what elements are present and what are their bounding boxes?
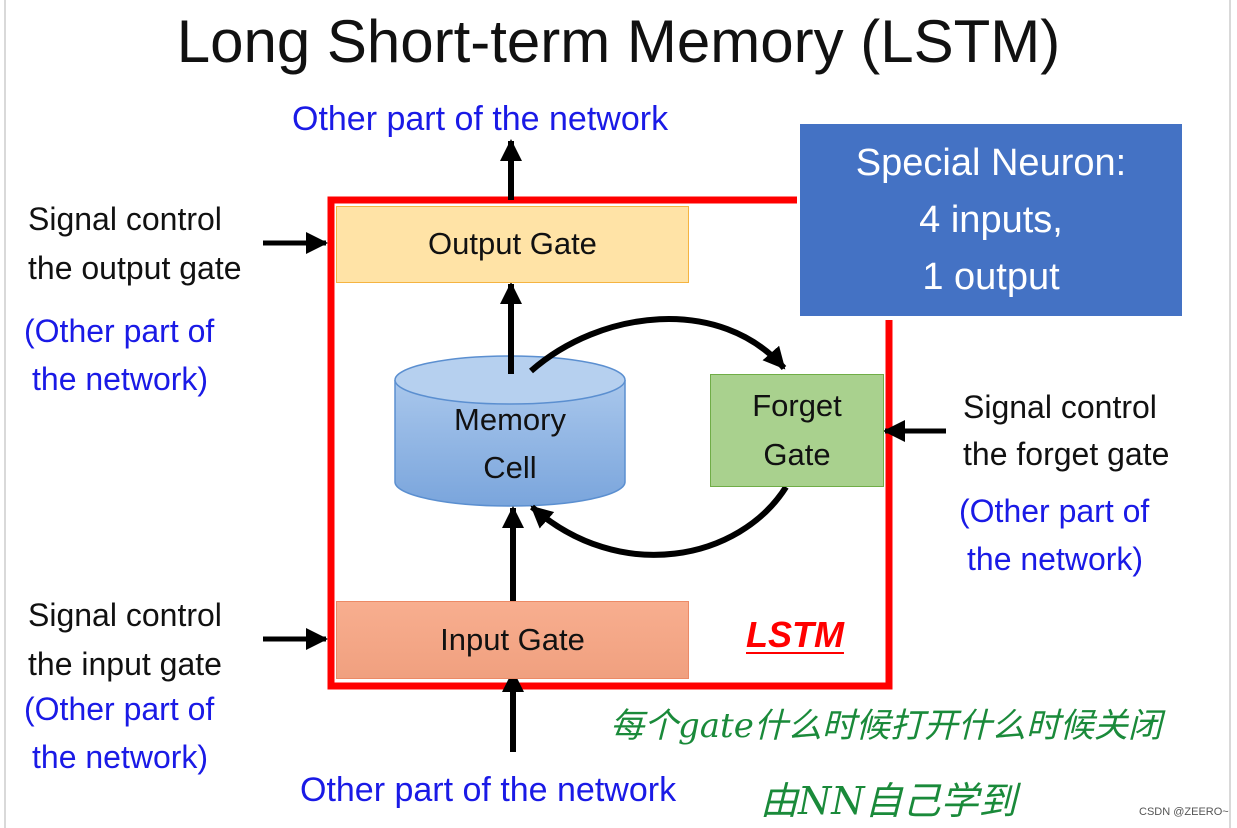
top-network-label: Other part of the network	[292, 100, 669, 138]
arrow-forget-gate-to-cell	[530, 485, 789, 558]
special-neuron-box: Special Neuron: 4 inputs, 1 output	[798, 122, 1184, 318]
handwritten-note-line1: 每个gate什么时候打开什么时候关闭	[610, 706, 1162, 746]
special-neuron-line1: Special Neuron:	[855, 141, 1127, 184]
signal-forget-source-line1: (Other part of	[959, 493, 1150, 529]
handwritten-note-line2: 由NN自己学到	[760, 779, 1017, 823]
signal-forget-line1: Signal control	[963, 389, 1157, 425]
slide-frame-right	[1229, 0, 1231, 828]
memory-cell-line1: Memory	[454, 402, 566, 437]
signal-output-source-line1: (Other part of	[24, 313, 215, 349]
lstm-label: LSTM	[746, 614, 844, 655]
forget-gate-line1: Forget	[752, 388, 842, 424]
signal-output-line2: the output gate	[28, 250, 242, 286]
input-gate: Input Gate	[336, 601, 689, 679]
csdn-watermark: CSDN @ZEERO~	[1139, 806, 1229, 818]
slide-title: Long Short-term Memory (LSTM)	[176, 8, 1061, 75]
signal-forget-line2: the forget gate	[963, 436, 1170, 472]
signal-input-line1: Signal control	[28, 597, 222, 633]
forget-gate: Forget Gate	[710, 374, 884, 487]
signal-forget-source-line2: the network)	[967, 541, 1144, 577]
special-neuron-line2: 4 inputs,	[919, 198, 1063, 241]
signal-input-source-line1: (Other part of	[24, 691, 215, 727]
signal-output-line1: Signal control	[28, 201, 222, 237]
lstm-border	[327, 196, 893, 690]
slide-frame-left	[4, 0, 6, 828]
signal-output-source-line2: the network)	[32, 361, 209, 397]
special-neuron-line3: 1 output	[922, 255, 1060, 298]
signal-input-line2: the input gate	[28, 646, 222, 682]
memory-cell-line2: Cell	[483, 450, 537, 486]
memory-cell-cylinder	[394, 355, 626, 507]
output-gate: Output Gate	[336, 206, 689, 283]
signal-input-source-line2: the network)	[32, 739, 209, 775]
forget-gate-line2: Gate	[763, 436, 831, 472]
arrow-cell-to-forget-gate	[529, 316, 787, 374]
memory-cell-label: Memory Cell	[395, 396, 625, 492]
bottom-network-label: Other part of the network	[300, 771, 677, 809]
